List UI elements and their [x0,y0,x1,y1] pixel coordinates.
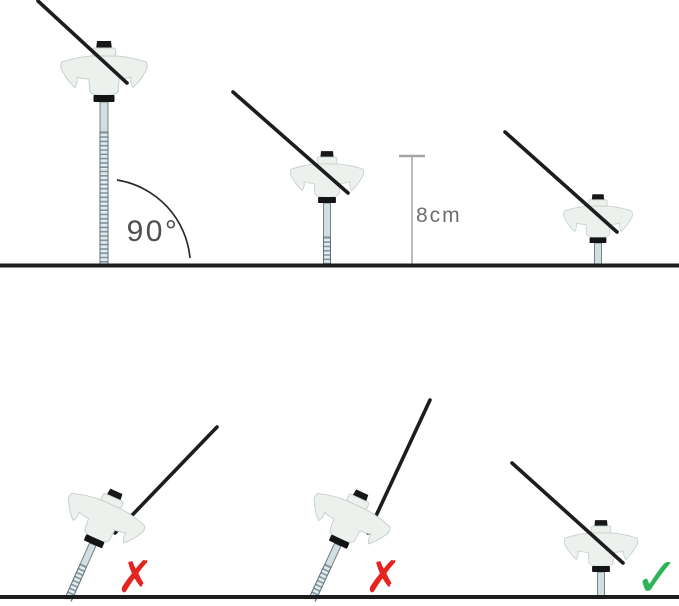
guy-rope [231,90,350,195]
screw-shaft [594,242,602,266]
ground-screw-half-inserted [289,150,365,264]
screw-shaft [323,202,331,238]
screw-head [54,474,155,562]
guy-rope [510,461,625,565]
angle-label: 90° [127,215,180,248]
screw-shaft [324,542,342,568]
ground-screw-tilted-2 [300,474,400,602]
bottom-scene: ✗ ✗ ✓ [0,398,679,606]
ground-screw-correct [563,519,639,598]
screw-thread [99,132,109,264]
top-scene: 90° 8cm [0,0,679,268]
height-label: 8cm [416,204,462,227]
guy-rope [366,398,432,535]
ground-screw-vertical [60,40,148,264]
x-mark-icon: ✗ [117,552,154,603]
screw-head [563,519,639,573]
guy-rope [36,0,129,85]
screw-thread [323,237,331,264]
ground-screw-fully-inserted [563,193,633,266]
screw-shaft [99,101,109,133]
screw-head [60,40,148,103]
screw-head [300,474,400,563]
x-mark-icon: ✗ [365,552,402,603]
screw-head [563,193,633,244]
screw-shaft [79,542,97,568]
screw-shaft [597,571,605,598]
right-angle-arc [116,179,191,259]
height-measure [399,154,425,265]
guy-rope [503,130,619,234]
screw-head [289,150,365,204]
ground-screw-tilted-1 [54,474,155,602]
